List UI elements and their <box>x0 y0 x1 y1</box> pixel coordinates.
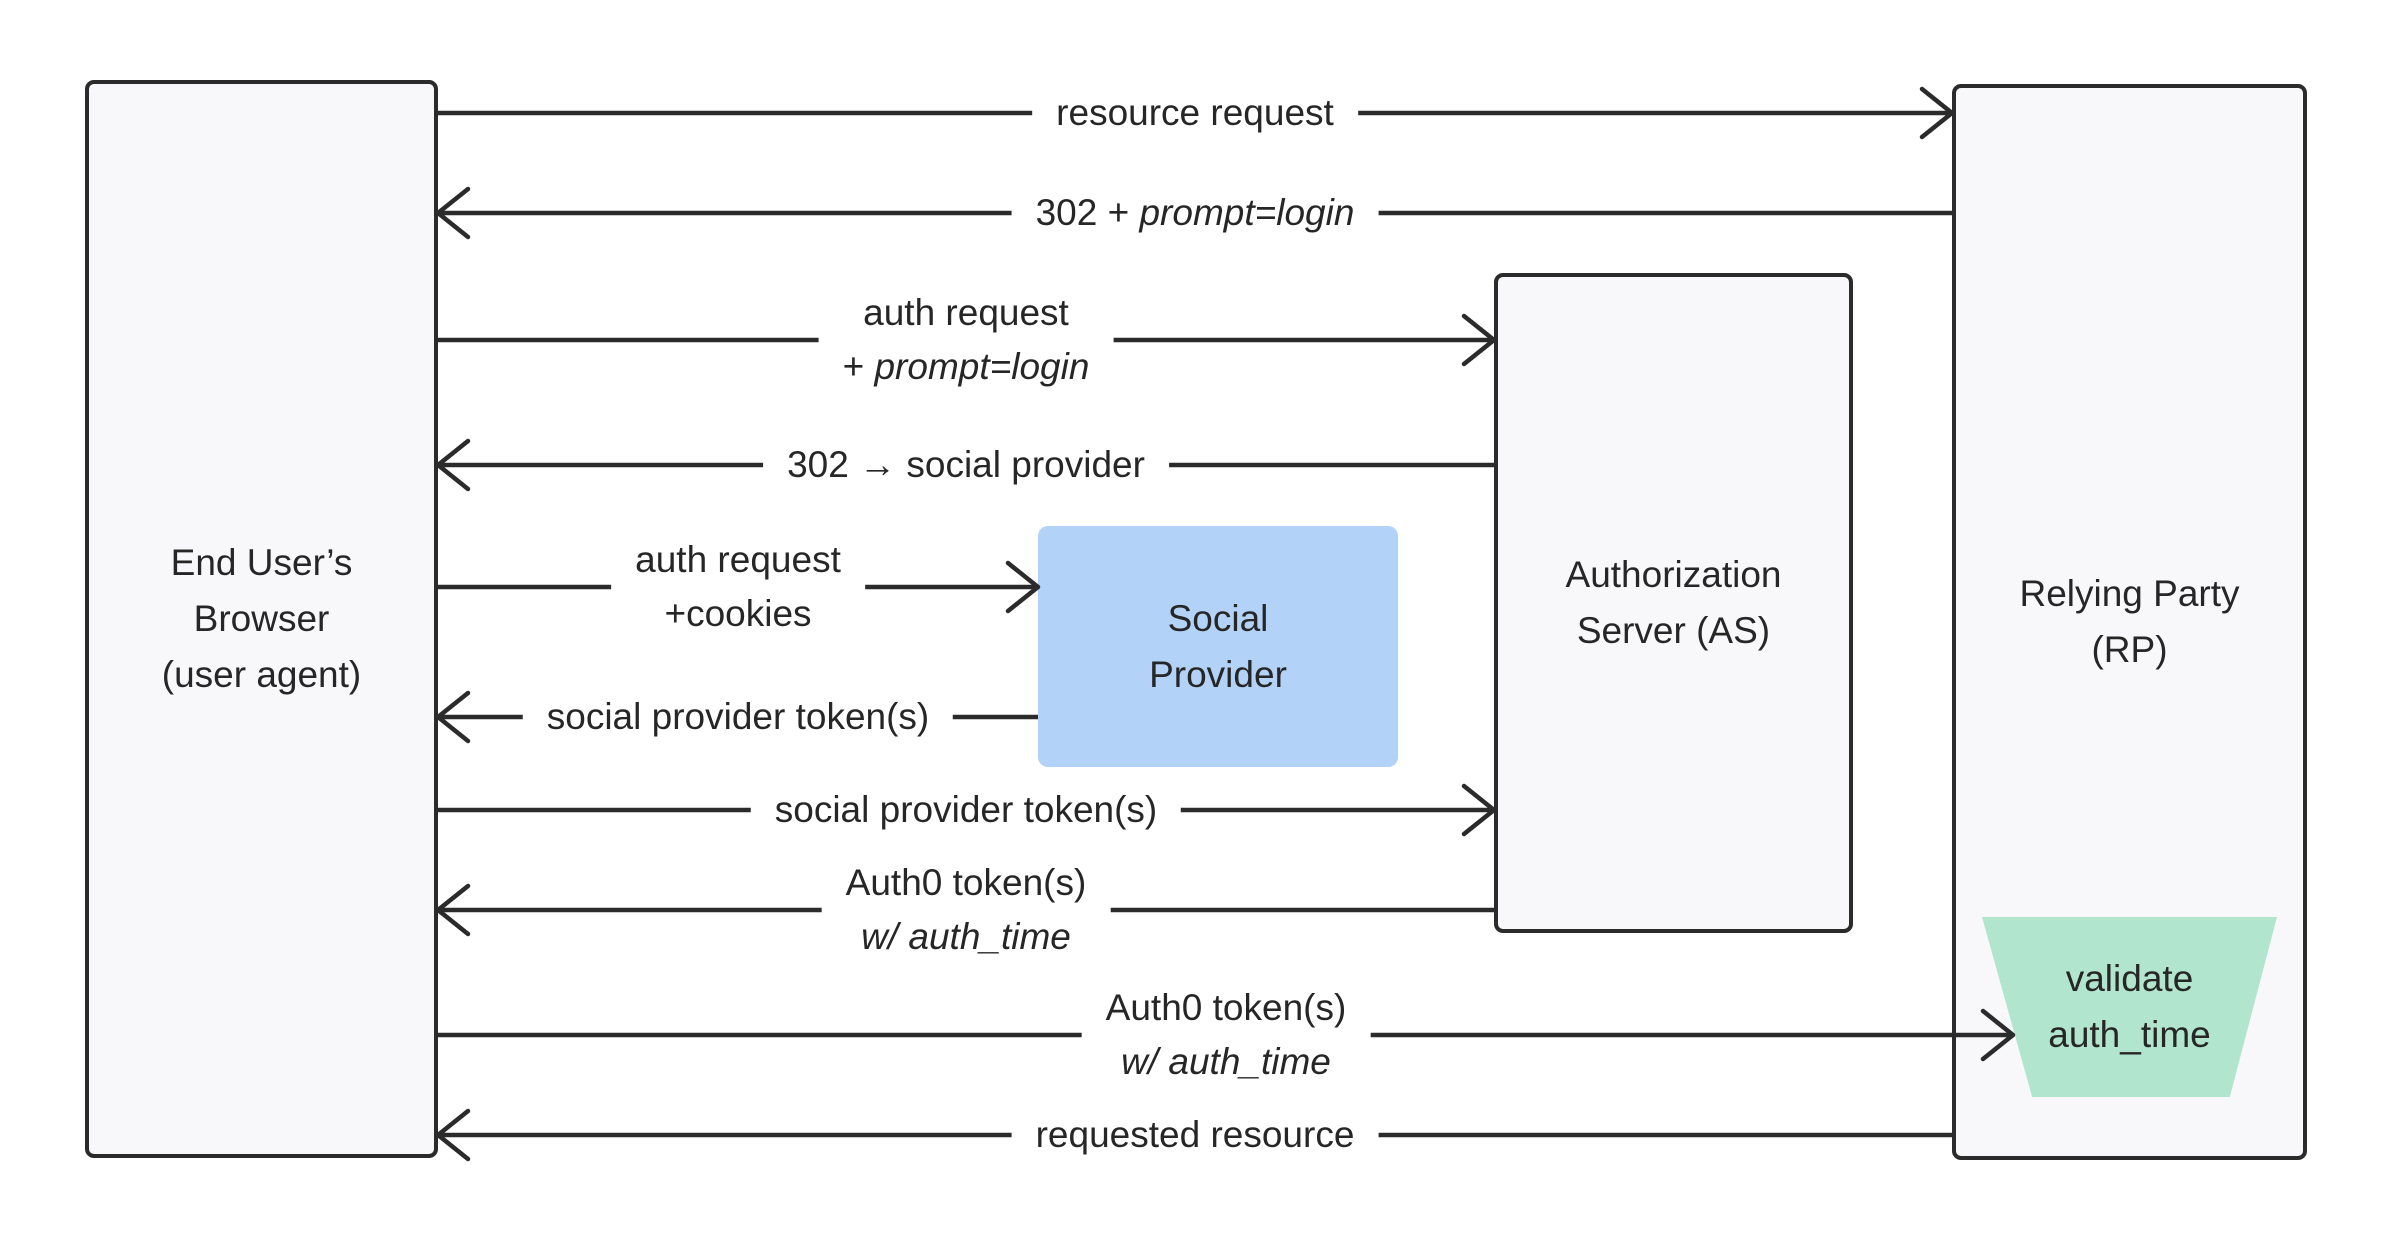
message-label-auth0-tokens-to-rp: Auth0 token(s) w/ auth_time <box>1081 981 1371 1089</box>
message-label-social-provider-tokens-to-browser: social provider token(s) <box>522 690 954 744</box>
authorization-server-box: Authorization Server (AS) <box>1494 273 1853 933</box>
authorization-server-label-line2: Server (AS) <box>1576 610 1771 651</box>
message-text-line1: auth request <box>635 539 841 580</box>
message-text: 302 + <box>1035 192 1140 233</box>
message-label-auth0-tokens-to-browser: Auth0 token(s) w/ auth_time <box>821 856 1111 964</box>
message-text-line2-italic: w/ auth_time <box>1121 1041 1331 1082</box>
message-text-line2: + prompt=login <box>843 340 1090 394</box>
browser-label-line1: End User’s <box>170 542 353 583</box>
browser-label-line3: (user agent) <box>161 654 362 695</box>
validate-auth-time-trapezoid: validate auth_time <box>1982 917 2277 1097</box>
relying-party-label-line1: Relying Party <box>2019 573 2240 614</box>
authorization-server-label-line1: Authorization <box>1565 554 1782 595</box>
message-text: requested resource <box>1035 1114 1355 1155</box>
validate-label-line1: validate <box>2065 958 2194 999</box>
message-text: + <box>842 346 875 387</box>
message-text: 302 → social provider <box>787 444 1145 485</box>
browser-label-line2: Browser <box>193 598 330 639</box>
message-text: social provider token(s) <box>546 696 930 737</box>
validate-label-line2: auth_time <box>2048 1014 2211 1055</box>
message-text-line1: auth request <box>863 292 1069 333</box>
message-label-requested-resource: requested resource <box>1011 1108 1379 1162</box>
social-provider-label-line1: Social <box>1167 597 1269 639</box>
message-text-italic: prompt=login <box>1139 192 1355 233</box>
message-text-line1: Auth0 token(s) <box>1105 987 1347 1028</box>
message-label-302-to-social-provider: 302 → social provider <box>763 438 1169 492</box>
message-text: resource request <box>1056 92 1334 133</box>
message-label-resource-request: resource request <box>1032 86 1358 140</box>
message-text: social provider token(s) <box>774 789 1158 830</box>
message-text-line1: Auth0 token(s) <box>845 862 1087 903</box>
message-label-auth-request-prompt-login: auth request + prompt=login <box>818 286 1114 394</box>
browser-box: End User’s Browser (user agent) <box>85 80 438 1158</box>
message-text-line2-italic: w/ auth_time <box>861 916 1071 957</box>
message-label-302-prompt-login: 302 + prompt=login <box>1011 186 1379 240</box>
social-provider-label-line2: Provider <box>1149 653 1287 695</box>
message-label-auth-request-cookies: auth request +cookies <box>611 533 865 641</box>
message-text-line2: +cookies <box>664 593 812 634</box>
relying-party-label-line2: (RP) <box>2091 629 2168 670</box>
message-text-italic: prompt=login <box>874 346 1090 387</box>
social-provider-box: Social Provider <box>1038 526 1398 767</box>
message-label-social-provider-tokens-to-as: social provider token(s) <box>750 783 1182 837</box>
